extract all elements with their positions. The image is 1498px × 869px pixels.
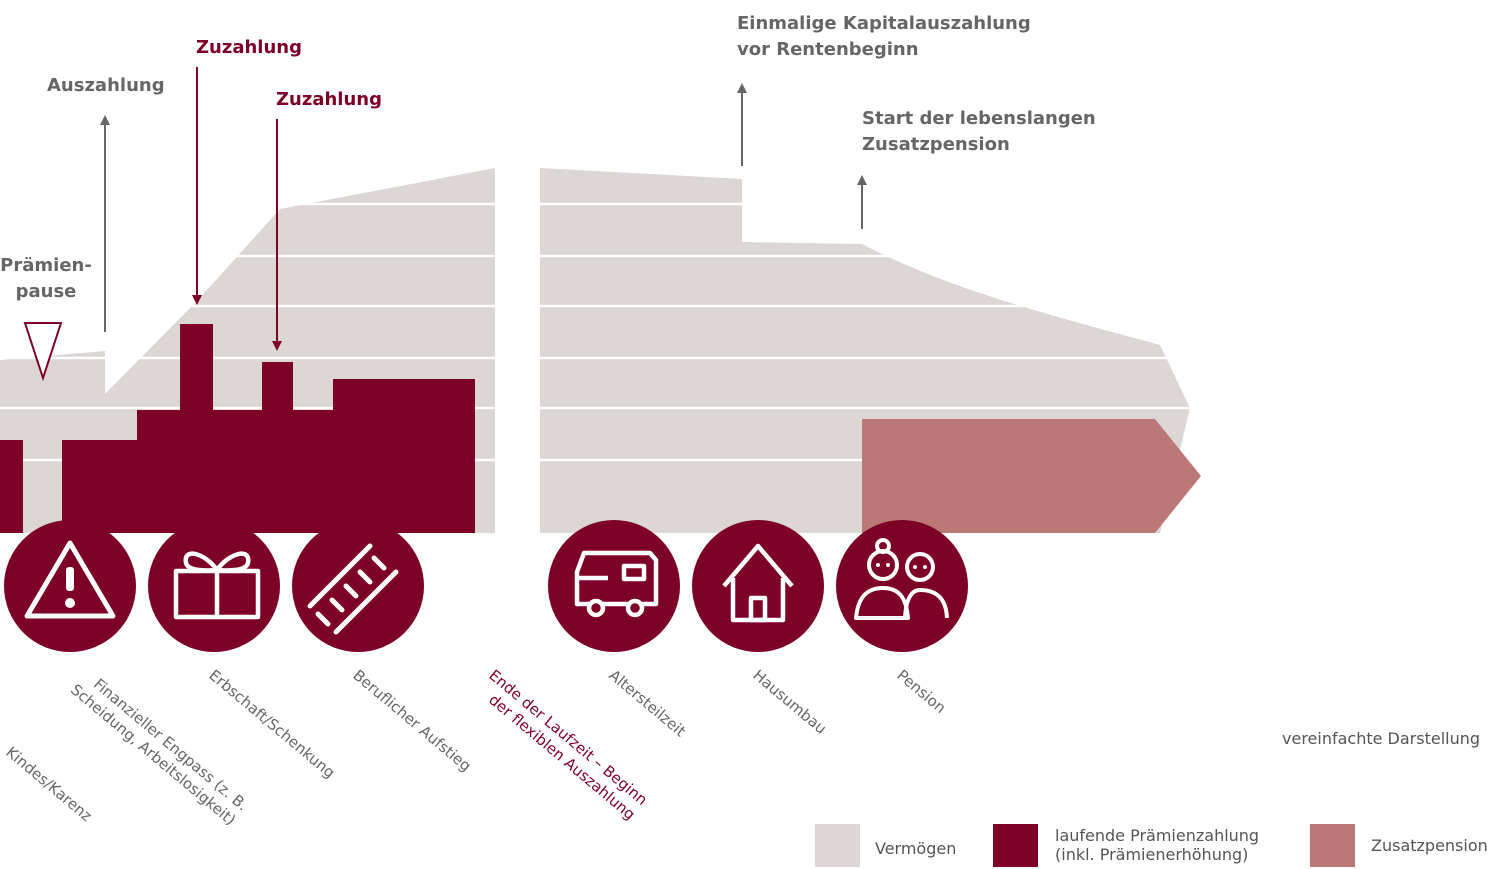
legend-pension-label: Zusatzpension (1371, 836, 1488, 855)
label-pension-start: Start der lebenslangen Zusatzpension (862, 108, 1096, 155)
simplified-note: vereinfachte Darstellung (1282, 729, 1481, 748)
warning-icon (4, 520, 136, 652)
legend-swatch-pension (1310, 824, 1355, 867)
legend-premium-label: laufende Prämienzahlung (inkl. Prämiener… (1055, 826, 1260, 864)
elderly-couple-icon (836, 520, 968, 652)
label-top-up-2: Zuzahlung (276, 89, 382, 110)
legend-swatch-premium (993, 824, 1038, 867)
arrows (100, 67, 867, 351)
legend-asset-label: Vermögen (875, 839, 957, 858)
label-lump-sum: Einmalige Kapitalauszahlung vor Rentenbe… (737, 13, 1031, 60)
gift-icon (148, 520, 280, 652)
asset-bands (0, 202, 1498, 462)
event-icons (4, 520, 968, 652)
label-payout: Auszahlung (47, 75, 165, 96)
pension-block (862, 419, 1201, 533)
camper-icon (548, 520, 680, 652)
legend-swatch-asset (815, 824, 860, 867)
premium-bars (0, 324, 475, 533)
ladder-icon (292, 520, 424, 652)
premium-pause-marker (23, 322, 63, 382)
label-top-up-1: Zuzahlung (196, 37, 302, 58)
label-premium-pause: Prämien- pause (0, 255, 92, 302)
house-icon (692, 520, 824, 652)
